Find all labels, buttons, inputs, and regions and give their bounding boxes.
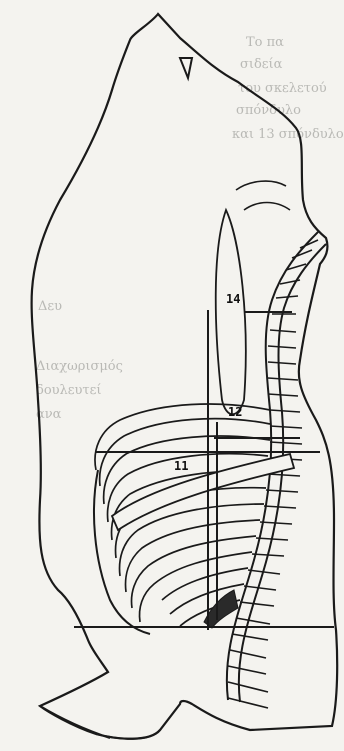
hanging-notch [180,58,192,78]
label-11: 11 [174,459,188,473]
label-14: 14 [226,292,240,306]
cut-lines [74,310,334,630]
label-12: 12 [228,405,242,419]
bleed-line-4: σπόνδυλο [236,103,301,118]
rib-11-band [112,454,294,530]
bleed-line-6: Δευ [38,299,62,314]
bleed-line-1: Το πα [246,35,284,50]
bleed-line-5: και 13 σπόνδυλος [232,127,344,142]
bleed-line-7: Διαχωρισμός [36,359,123,374]
bleed-line-8: δουλευτεί [36,383,101,398]
inner-contour [236,181,290,210]
bleed-line-2: σιδεία [240,57,283,72]
bleed-line-3: του σκελετού [238,81,327,96]
shoulder-muscle [216,210,246,414]
foreleg [40,706,160,739]
bleed-through-text: Το πα σιδεία του σκελετού σπόνδυλο και 1… [36,35,344,422]
carcass-outline [32,14,338,739]
